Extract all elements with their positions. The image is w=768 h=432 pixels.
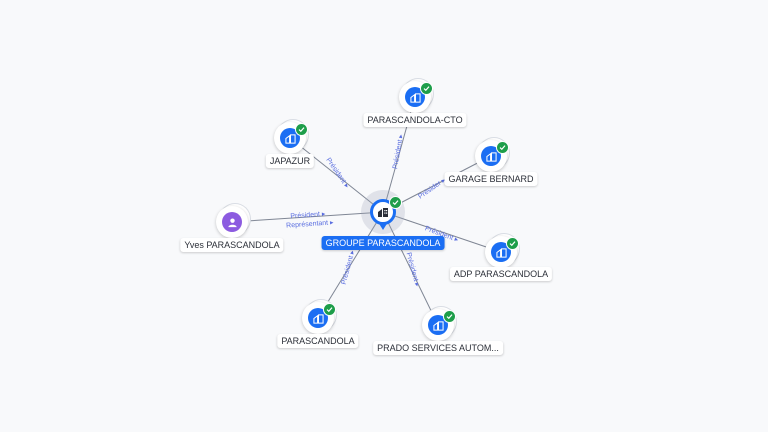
verified-check-icon: [323, 303, 336, 316]
node-label[interactable]: JAPAZUR: [265, 154, 315, 168]
edge-line-parascandola: [317, 211, 384, 319]
edge-label: Représentant ▸: [286, 219, 334, 229]
building-icon: [428, 315, 448, 335]
building-icon: [405, 87, 425, 107]
node-label[interactable]: PRADO SERVICES AUTOM...: [373, 341, 503, 355]
building-icon: [481, 146, 501, 166]
verified-check-icon: [496, 141, 509, 154]
node-label[interactable]: ADP PARASCANDOLA: [449, 267, 553, 281]
person-icon: [222, 212, 242, 232]
node-label[interactable]: PARASCANDOLA-CTO: [363, 113, 467, 127]
verified-check-icon: [420, 82, 433, 95]
building-icon: [308, 308, 328, 328]
verified-check-icon: [443, 310, 456, 323]
map-pin-tail: [378, 222, 388, 230]
node-label[interactable]: PARASCANDOLA: [277, 334, 359, 348]
edge-line-japazur: [289, 137, 384, 213]
edge-line-adp-parascandola: [382, 211, 502, 253]
center-node-label[interactable]: GROUPE PARASCANDOLA: [321, 236, 445, 250]
edge-line-prado-services: [382, 211, 439, 326]
verified-check-icon: [506, 237, 519, 250]
edge-label: Président ▸: [290, 211, 326, 220]
building-icon: [280, 128, 300, 148]
node-label[interactable]: Yves PARASCANDOLA: [180, 238, 284, 252]
edge-line-yves-parascandola: [231, 211, 384, 223]
node-label[interactable]: GARAGE BERNARD: [444, 172, 538, 186]
building-icon: [491, 242, 511, 262]
verified-check-icon: [295, 123, 308, 136]
building-icon: [378, 208, 388, 217]
verified-check-icon: [389, 196, 402, 209]
